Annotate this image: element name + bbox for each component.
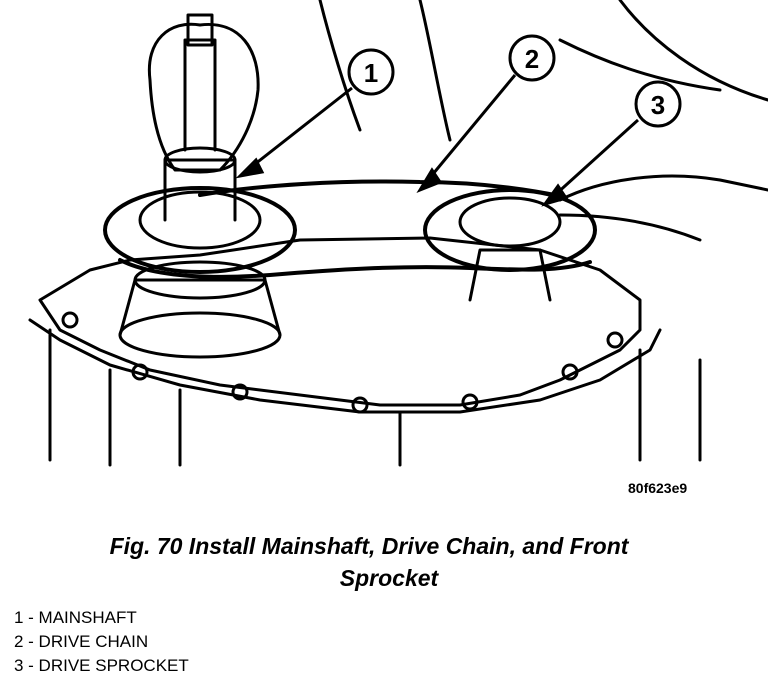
callout-3: 3 <box>634 80 682 128</box>
image-code: 80f623e9 <box>628 480 688 496</box>
legend-item: 1 - MAINSHAFT <box>14 608 137 627</box>
front-sprocket <box>423 188 597 272</box>
mainshaft-sprocket <box>103 186 297 274</box>
callout-3-label: 3 <box>651 90 665 120</box>
caption-line-2: Sprocket <box>339 565 439 591</box>
legend-item: 2 - DRIVE CHAIN <box>14 632 149 651</box>
callout-2-label: 2 <box>525 44 539 74</box>
callout-1-label: 1 <box>364 58 378 88</box>
legend: 1 - MAINSHAFT 2 - DRIVE CHAIN 3 - DRIVE … <box>14 606 189 678</box>
callout-2: 2 <box>508 34 556 82</box>
figure-caption: Fig. 70 Install Mainshaft, Drive Chain, … <box>0 530 768 594</box>
mainshaft-lower-gear <box>118 311 282 359</box>
housing-outline <box>38 236 642 407</box>
legend-item: 3 - DRIVE SPROCKET <box>14 656 189 675</box>
callout-1: 1 <box>347 48 395 96</box>
caption-line-1: Fig. 70 Install Mainshaft, Drive Chain, … <box>109 533 629 559</box>
technical-illustration: 1 2 3 <box>28 0 768 467</box>
hand-outline <box>147 22 260 172</box>
